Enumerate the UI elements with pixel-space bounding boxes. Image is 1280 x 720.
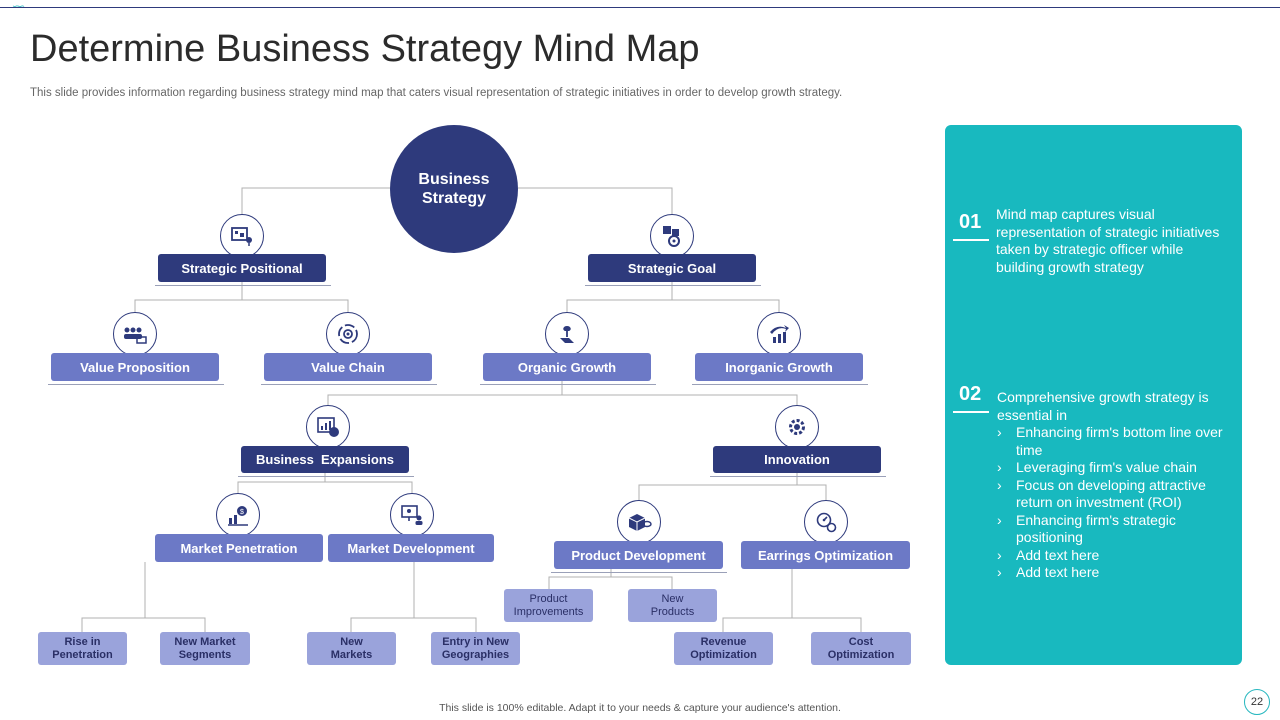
underline-strategic-positional xyxy=(155,285,331,286)
node-strategic-positional-label: Strategic Positional xyxy=(181,260,303,276)
underline-organic-growth xyxy=(480,384,656,385)
node-business-expansions: Business Expansions xyxy=(241,446,409,473)
node-business-expansions-label: Business Expansions xyxy=(256,452,394,467)
node-market-penetration-label: Market Penetration xyxy=(180,540,298,556)
underline-value-proposition xyxy=(48,384,224,385)
value-chain-cycle-icon xyxy=(326,312,370,356)
leaf-new-products-label: New Products xyxy=(650,592,695,618)
leaf-entry-in-new-geographies-label: Entry in New Geographies xyxy=(441,635,510,661)
optimization-gauge-icon xyxy=(804,500,848,544)
page-number: 22 xyxy=(1244,689,1270,715)
bullet-item: › Leveraging firm's value chain xyxy=(997,459,1233,477)
node-market-development: Market Development xyxy=(328,534,494,562)
underline-product-development xyxy=(551,572,727,573)
node-strategic-goal-label: Strategic Goal xyxy=(627,260,717,276)
node-market-development-label: Market Development xyxy=(347,540,475,556)
leaf-revenue-optimization: Revenue Optimization xyxy=(674,632,773,665)
node-inorganic-growth: Inorganic Growth xyxy=(695,353,863,381)
underline-inorganic-growth xyxy=(692,384,868,385)
panel-item1-number: 01 xyxy=(959,211,982,233)
svg-text:$: $ xyxy=(240,509,244,516)
bullet-item: › Focus on developing attractive return o… xyxy=(997,477,1233,512)
plant-hand-icon xyxy=(545,312,589,356)
slide-title: Determine Business Strategy Mind Map xyxy=(30,28,700,70)
underline-business-expansions xyxy=(238,476,414,477)
slide-footer: This slide is 100% editable. Adapt it to… xyxy=(439,702,841,714)
people-presentation-icon xyxy=(113,312,157,356)
panel-item2-number-underline xyxy=(953,411,989,413)
bullet-text: Focus on developing attractive return on… xyxy=(1016,476,1206,511)
money-bag-chart-icon: $ xyxy=(216,493,260,537)
chevron-right-icon: › xyxy=(997,424,1002,440)
chevron-right-icon: › xyxy=(997,459,1002,475)
leaf-cost-optimization-label: Cost Optimization xyxy=(827,635,895,661)
leaf-new-products: New Products xyxy=(628,589,717,622)
chevron-right-icon: › xyxy=(997,564,1002,580)
node-innovation-label: Innovation xyxy=(764,452,830,467)
corner-mark-icon: ∽∽ xyxy=(12,1,25,11)
slide-subtitle: This slide provides information regardin… xyxy=(30,87,843,99)
top-border-line xyxy=(0,7,1280,8)
panel-item2-content: Comprehensive growth strategy is essenti… xyxy=(997,389,1233,582)
bullet-item: › Add text here xyxy=(997,564,1233,582)
chart-globe-icon xyxy=(306,405,350,449)
strategy-board-icon xyxy=(220,214,264,258)
node-market-penetration: Market Penetration xyxy=(155,534,323,562)
growth-chart-arrow-icon xyxy=(757,312,801,356)
leaf-product-improvements: Product Improvements xyxy=(504,589,593,622)
node-strategic-goal: Strategic Goal xyxy=(588,254,756,282)
leaf-new-markets-label: New Markets xyxy=(330,635,373,661)
leaf-new-market-segments-label: New Market Segments xyxy=(174,635,236,661)
bullet-text: Add text here xyxy=(1016,546,1100,563)
chevron-right-icon: › xyxy=(997,511,1002,528)
node-product-development: Product Development xyxy=(554,541,723,569)
underline-value-chain xyxy=(261,384,437,385)
leaf-new-markets: New Markets xyxy=(307,632,396,665)
panel-item2-intro: Comprehensive growth strategy is essenti… xyxy=(997,389,1209,423)
underline-strategic-goal xyxy=(585,285,761,286)
chevron-right-icon: › xyxy=(997,546,1002,563)
bullet-text: Leveraging firm's value chain xyxy=(1016,459,1197,475)
node-organic-growth-label: Organic Growth xyxy=(517,359,617,375)
innovation-gear-icon xyxy=(775,405,819,449)
leaf-entry-in-new-geographies: Entry in New Geographies xyxy=(431,632,520,665)
leaf-cost-optimization: Cost Optimization xyxy=(811,632,911,665)
box-hand-icon xyxy=(617,500,661,544)
bullet-text: Enhancing firm's strategic positioning xyxy=(1016,511,1176,546)
node-earrings-optimization-label: Earrings Optimization xyxy=(757,547,894,563)
leaf-rise-in-penetration: Rise in Penetration xyxy=(38,632,127,665)
info-side-panel: 01 Mind map captures visual representati… xyxy=(945,125,1242,665)
bullet-item: › Add text here xyxy=(997,547,1233,565)
node-value-proposition-label: Value Proposition xyxy=(80,359,190,375)
root-node-business-strategy: Business Strategy xyxy=(390,125,518,253)
panel-item2-number: 02 xyxy=(959,383,982,405)
bullet-item: › Enhancing firm's strategic positioning xyxy=(997,512,1233,547)
panel-item2-bullet-list: ›Enhancing firm's bottom line over time … xyxy=(997,424,1233,582)
leaf-product-improvements-label: Product Improvements xyxy=(513,592,584,618)
node-inorganic-growth-label: Inorganic Growth xyxy=(725,359,833,375)
leaf-revenue-optimization-label: Revenue Optimization xyxy=(690,635,757,661)
node-value-chain: Value Chain xyxy=(264,353,432,381)
chevron-right-icon: › xyxy=(997,476,1002,493)
panel-item1-text: Mind map captures visual representation … xyxy=(996,206,1220,275)
puzzle-gear-icon xyxy=(650,214,694,258)
node-value-proposition: Value Proposition xyxy=(51,353,219,381)
monitor-user-icon xyxy=(390,493,434,537)
node-earrings-optimization: Earrings Optimization xyxy=(741,541,910,569)
leaf-new-market-segments: New Market Segments xyxy=(160,632,250,665)
bullet-text: Add text here xyxy=(1016,564,1100,580)
node-organic-growth: Organic Growth xyxy=(483,353,651,381)
bullet-item: › Enhancing firm's bottom line over time xyxy=(997,424,1233,459)
node-product-development-label: Product Development xyxy=(571,547,706,563)
underline-innovation xyxy=(710,476,886,477)
node-innovation: Innovation xyxy=(713,446,881,473)
node-value-chain-label: Value Chain xyxy=(311,359,385,375)
root-node-label: Business Strategy xyxy=(418,171,490,207)
bullet-text: Enhancing firm's bottom line over time xyxy=(1016,424,1223,458)
panel-item1-number-underline xyxy=(953,239,989,241)
leaf-rise-in-penetration-label: Rise in Penetration xyxy=(52,635,113,661)
node-strategic-positional: Strategic Positional xyxy=(158,254,326,282)
